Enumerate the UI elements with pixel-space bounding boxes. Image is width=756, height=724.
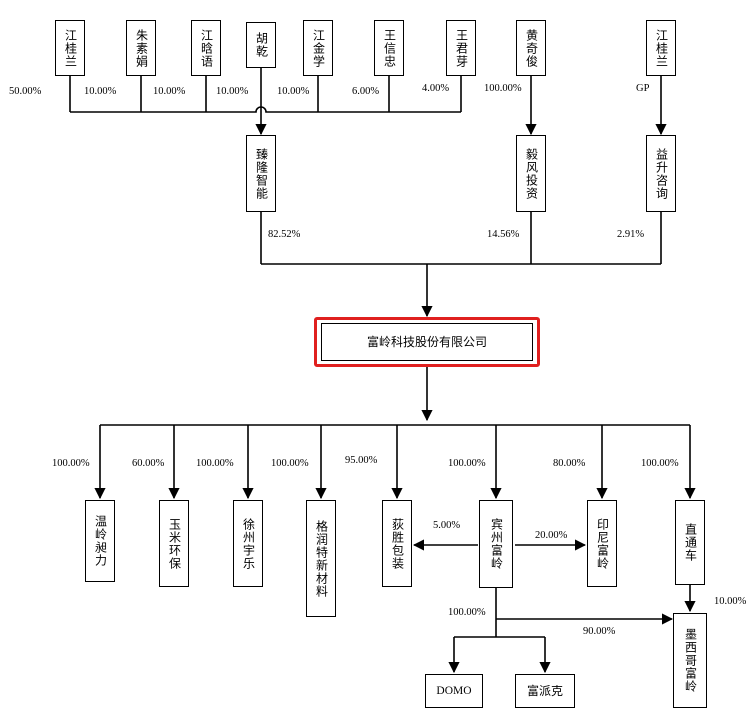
subsidiary-box-zhitongche: 直通车 bbox=[675, 500, 705, 585]
pct-label: 4.00% bbox=[422, 83, 450, 94]
shareholder-name: 王信忠 bbox=[382, 28, 397, 68]
pct-label: 95.00% bbox=[345, 455, 378, 466]
company-highlight-frame bbox=[314, 317, 540, 367]
grandchild-box-domo: DOMO bbox=[425, 674, 483, 708]
pct-label: 100.00% bbox=[448, 607, 486, 618]
subsidiary-box-disheng-baozhuang: 荻胜包装 bbox=[382, 500, 412, 587]
pct-label: 10.00% bbox=[277, 86, 310, 97]
pct-label: 5.00% bbox=[433, 520, 461, 531]
pct-label: 14.56% bbox=[487, 229, 520, 240]
pct-label: 6.00% bbox=[352, 86, 380, 97]
holder-box-yisheng-zixun: 益升咨询 bbox=[646, 135, 676, 212]
pct-label: 50.00% bbox=[9, 86, 42, 97]
subsidiary-name: 荻胜包装 bbox=[390, 517, 405, 570]
holder-name: 毅风投资 bbox=[524, 147, 539, 200]
shareholder-box-hu-qian: 胡乾 bbox=[246, 22, 276, 68]
shareholder-box-zhu-sujuan: 朱素娟 bbox=[126, 20, 156, 76]
shareholder-box-huang-qijun: 黄奇俊 bbox=[516, 20, 546, 76]
pct-label: 60.00% bbox=[132, 458, 165, 469]
pct-label: 100.00% bbox=[484, 83, 522, 94]
subsidiary-name: 徐州宇乐 bbox=[241, 517, 256, 570]
pct-label: 10.00% bbox=[153, 86, 186, 97]
pct-label: 100.00% bbox=[52, 458, 90, 469]
pct-label: 10.00% bbox=[84, 86, 117, 97]
subsidiary-name: 直通车 bbox=[683, 523, 698, 562]
shareholder-box-jiang-guilan-gp: 江桂兰 bbox=[646, 20, 676, 76]
pct-label: 82.52% bbox=[268, 229, 301, 240]
pct-label: 100.00% bbox=[448, 458, 486, 469]
shareholder-name: 江桂兰 bbox=[63, 28, 78, 68]
subsidiary-name: 温岭昶力 bbox=[93, 515, 108, 567]
subsidiary-box-binzhou-fuling: 宾州富岭 bbox=[479, 500, 513, 588]
pct-label: 10.00% bbox=[216, 86, 249, 97]
pct-label: 100.00% bbox=[196, 458, 234, 469]
shareholder-box-wang-xinzhong: 王信忠 bbox=[374, 20, 404, 76]
shareholder-name: 黄奇俊 bbox=[524, 28, 539, 68]
pct-label: 80.00% bbox=[553, 458, 586, 469]
subsidiary-box-yinni-fuling: 印尼富岭 bbox=[587, 500, 617, 587]
holder-name: 益升咨询 bbox=[654, 147, 669, 200]
shareholder-name: 江金学 bbox=[311, 28, 326, 68]
shareholder-name: 胡乾 bbox=[254, 32, 269, 58]
pct-label: GP bbox=[636, 83, 650, 94]
shareholder-name: 江晗语 bbox=[199, 28, 214, 68]
shareholder-box-jiang-hanyu: 江晗语 bbox=[191, 20, 221, 76]
holder-box-yifeng-touzi: 毅风投资 bbox=[516, 135, 546, 212]
shareholder-box-jiang-guilan: 江桂兰 bbox=[55, 20, 85, 76]
shareholder-box-wang-junya: 王君芽 bbox=[446, 20, 476, 76]
pct-label: 100.00% bbox=[271, 458, 309, 469]
holder-name: 臻隆智能 bbox=[254, 147, 269, 200]
grandchild-name: 富派克 bbox=[526, 683, 563, 698]
grandchild-box-fupaike: 富派克 bbox=[515, 674, 575, 708]
company-box: 富岭科技股份有限公司 bbox=[321, 323, 533, 361]
pct-label: 90.00% bbox=[583, 626, 616, 637]
shareholder-box-jiang-jinxue: 江金学 bbox=[303, 20, 333, 76]
subsidiary-box-yumi-huanbao: 玉米环保 bbox=[159, 500, 189, 587]
holder-box-zhenlong-zhineng: 臻隆智能 bbox=[246, 135, 276, 212]
grandchild-box-mexico-fuling: 墨西哥富岭 bbox=[673, 613, 707, 708]
subsidiary-name: 宾州富岭 bbox=[489, 518, 504, 570]
subsidiary-name: 印尼富岭 bbox=[595, 517, 610, 570]
pct-label: 2.91% bbox=[617, 229, 645, 240]
subsidiary-box-wenling-changli: 温岭昶力 bbox=[85, 500, 115, 582]
pct-label: 100.00% bbox=[641, 458, 679, 469]
pct-label: 20.00% bbox=[535, 530, 568, 541]
shareholder-name: 朱素娟 bbox=[134, 28, 149, 68]
grandchild-name: 墨西哥富岭 bbox=[683, 628, 698, 693]
subsidiary-box-xuzhou-yule: 徐州宇乐 bbox=[233, 500, 263, 587]
grandchild-name: DOMO bbox=[436, 684, 472, 697]
shareholder-name: 江桂兰 bbox=[654, 28, 669, 68]
subsidiary-name: 格润特新材料 bbox=[314, 519, 329, 598]
shareholder-name: 王君芽 bbox=[454, 28, 469, 68]
subsidiary-name: 玉米环保 bbox=[167, 517, 182, 570]
pct-label: 10.00% bbox=[714, 596, 747, 607]
company-name: 富岭科技股份有限公司 bbox=[366, 334, 487, 349]
subsidiary-box-gerunte-xincailiao: 格润特新材料 bbox=[306, 500, 336, 617]
